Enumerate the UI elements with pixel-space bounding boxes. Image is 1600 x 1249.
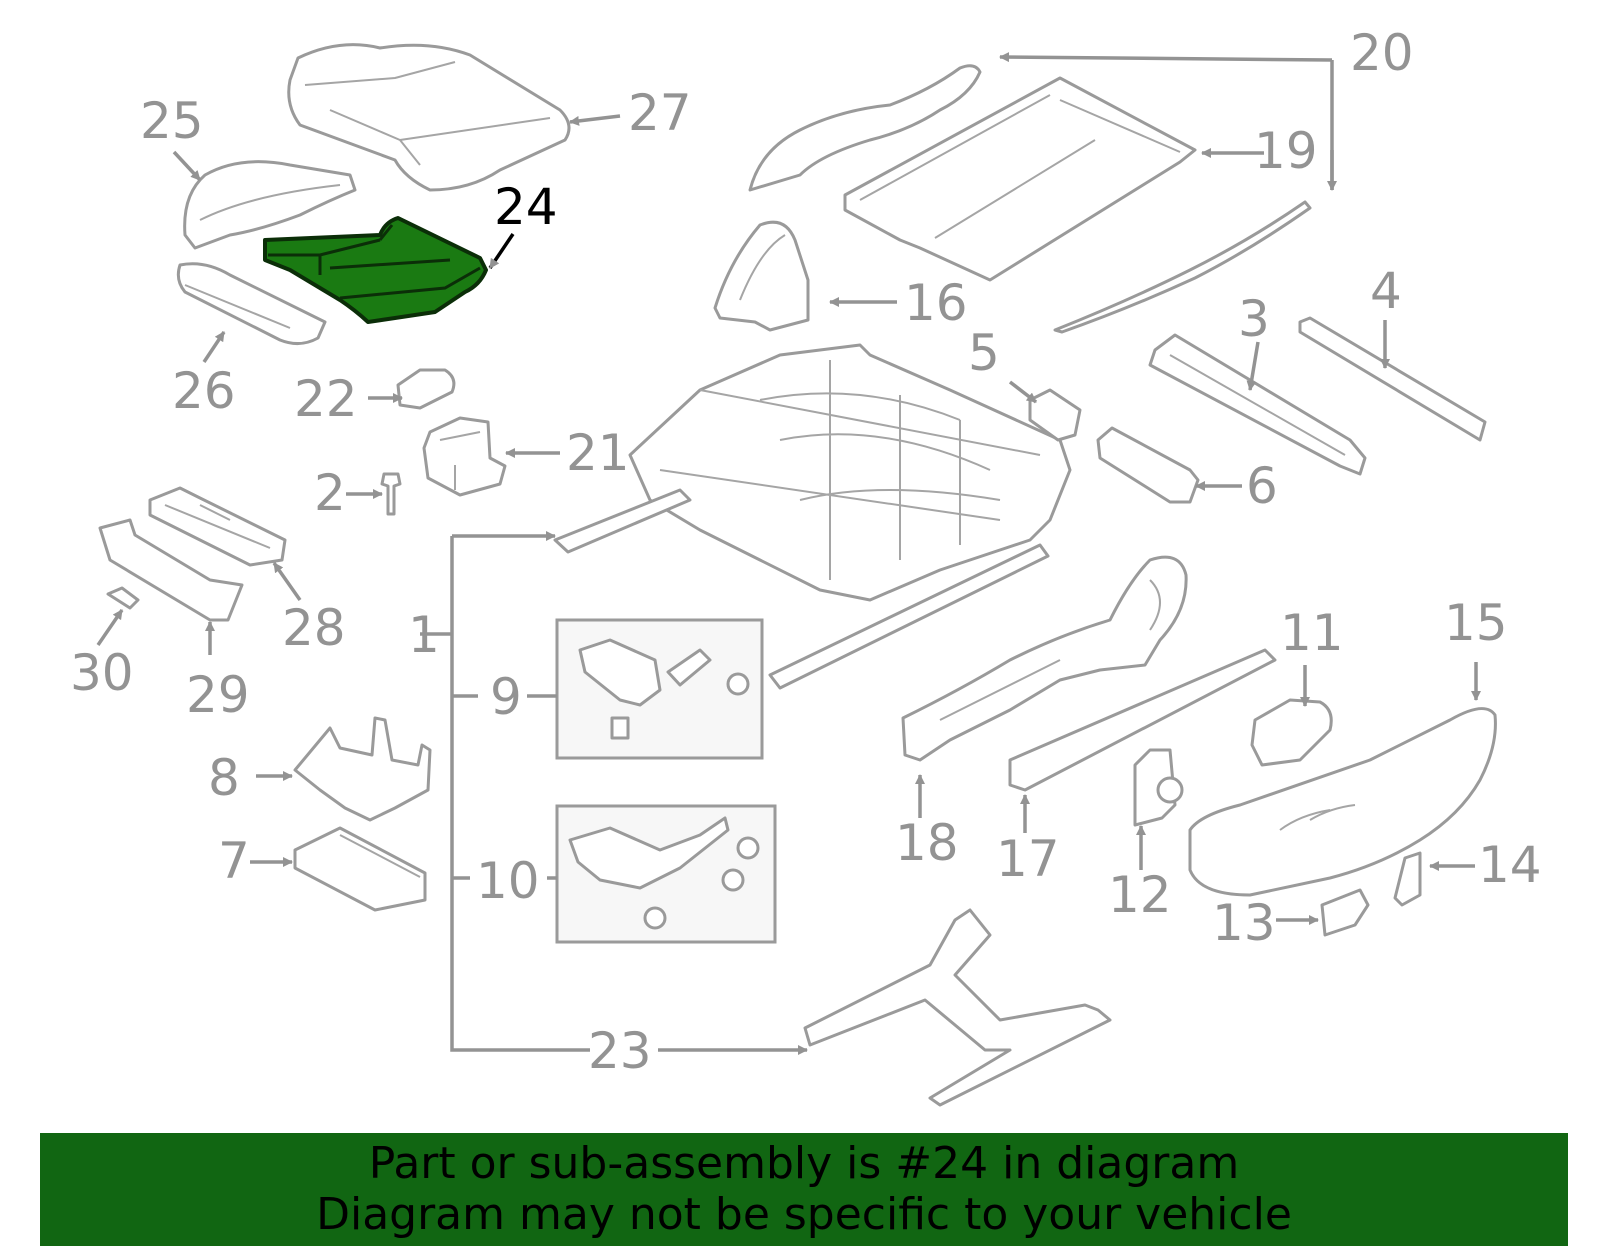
- callout-2: 2: [314, 464, 346, 522]
- exploded-seat-diagram: 1 2 3 4 5 6 7 8 9 10 11 12 13 14 15 16 1…: [70, 24, 1542, 1107]
- part-11-seat-switch[interactable]: [1250, 698, 1333, 767]
- part-27-cushion-cover[interactable]: [287, 43, 571, 192]
- callout-16: 16: [904, 274, 968, 332]
- callout-17: 17: [996, 830, 1060, 888]
- part-17-trim-strip[interactable]: [1008, 648, 1277, 792]
- part-30-small-clip[interactable]: [106, 586, 140, 610]
- banner-line-disclaimer: Diagram may not be specific to your vehi…: [316, 1189, 1292, 1240]
- callout-9: 9: [490, 668, 522, 726]
- part-12-motor[interactable]: [1133, 748, 1184, 827]
- part-15-side-shield[interactable]: [1188, 707, 1497, 897]
- callout-5: 5: [968, 324, 1000, 382]
- part-10-height-adjuster-box[interactable]: [555, 804, 777, 944]
- part-16-side-cover[interactable]: [713, 220, 810, 332]
- leader-lines: [96, 52, 1481, 1055]
- callout-8: 8: [208, 749, 240, 807]
- callout-11: 11: [1280, 604, 1344, 662]
- callout-29: 29: [186, 666, 250, 724]
- part-20-wire-element[interactable]: [748, 64, 1312, 334]
- callout-1: 1: [408, 606, 440, 664]
- callout-22: 22: [294, 370, 358, 428]
- part-21-bracket[interactable]: [422, 416, 507, 497]
- callout-23: 23: [588, 1022, 652, 1080]
- callout-labels: 1 2 3 4 5 6 7 8 9 10 11 12 13 14 15 16 1…: [70, 24, 1542, 1080]
- part-25-side-bolster[interactable]: [183, 160, 357, 250]
- part-13-knob[interactable]: [1320, 888, 1370, 937]
- callout-7: 7: [218, 832, 250, 890]
- callout-28: 28: [282, 599, 346, 657]
- part-23-lower-rail[interactable]: [803, 908, 1112, 1107]
- part-14-knob[interactable]: [1393, 851, 1422, 907]
- part-5-switch[interactable]: [1028, 388, 1082, 442]
- callout-6: 6: [1246, 457, 1278, 515]
- callout-10: 10: [476, 852, 540, 910]
- part-8-motor-bracket[interactable]: [293, 716, 432, 822]
- callout-18: 18: [895, 814, 959, 872]
- part-19-heating-mat[interactable]: [843, 76, 1197, 282]
- part-6-bracket[interactable]: [1096, 426, 1200, 504]
- callout-21: 21: [566, 424, 630, 482]
- part-4-seat-track-trim[interactable]: [1298, 316, 1487, 442]
- callout-20: 20: [1350, 24, 1414, 82]
- callout-27: 27: [628, 84, 692, 142]
- part-22-clip-cap[interactable]: [396, 368, 456, 410]
- part-28-track-guide[interactable]: [148, 486, 287, 567]
- part-26-front-bolster[interactable]: [176, 262, 327, 345]
- callout-24-selected: 24: [494, 178, 558, 236]
- callout-4: 4: [1370, 262, 1402, 320]
- part-24-cushion-pad-highlighted[interactable]: [263, 216, 488, 324]
- part-7-control-module[interactable]: [293, 826, 427, 912]
- callout-26: 26: [172, 362, 236, 420]
- callout-14: 14: [1478, 836, 1542, 894]
- part-1-seat-frame[interactable]: [553, 343, 1072, 690]
- banner-line-part-number: Part or sub-assembly is #24 in diagram: [368, 1138, 1240, 1189]
- callout-12: 12: [1108, 866, 1172, 924]
- part-9-motor-assembly-box[interactable]: [555, 618, 764, 760]
- callout-30: 30: [70, 644, 134, 702]
- callout-13: 13: [1212, 894, 1276, 952]
- part-29-trim-panel[interactable]: [98, 518, 244, 622]
- part-3-seat-track[interactable]: [1148, 333, 1367, 476]
- part-18-side-frame[interactable]: [901, 555, 1188, 762]
- callout-15: 15: [1444, 594, 1508, 652]
- info-banner: Part or sub-assembly is #24 in diagram D…: [40, 1133, 1568, 1246]
- callout-25: 25: [140, 92, 204, 150]
- part-2-bolt[interactable]: [380, 472, 402, 516]
- callout-3: 3: [1238, 290, 1270, 348]
- callout-19: 19: [1254, 122, 1318, 180]
